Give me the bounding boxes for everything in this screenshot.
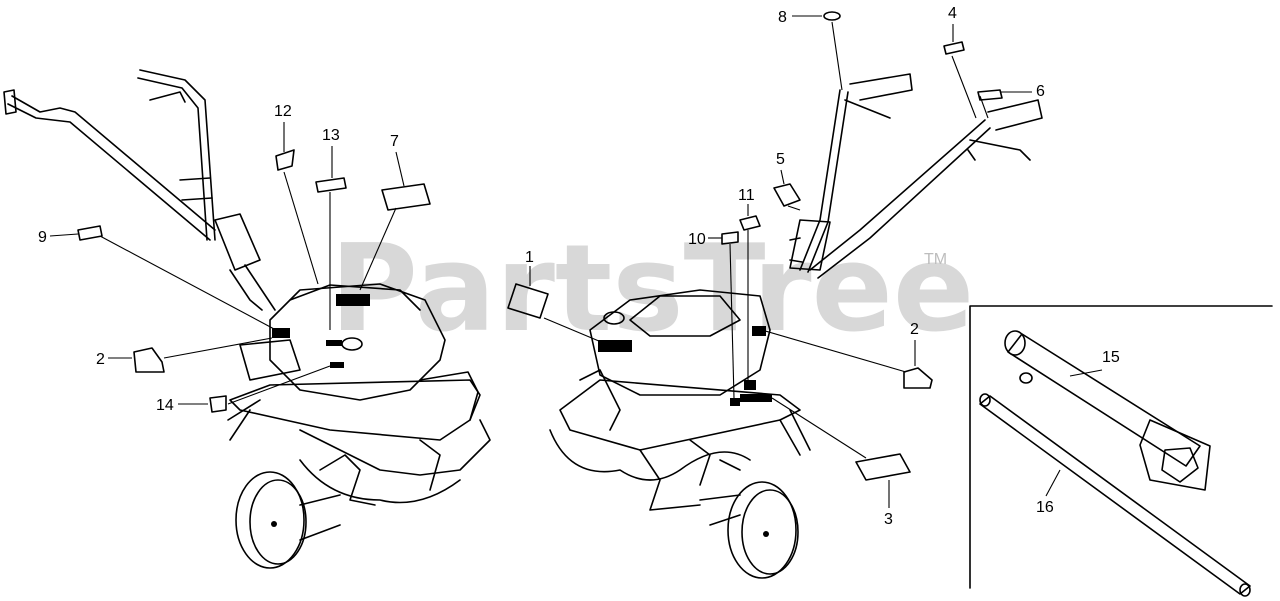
decal-6 — [977, 89, 1003, 101]
callout-14: 14 — [156, 397, 174, 414]
decal-2-right — [903, 367, 933, 389]
decal-10 — [721, 231, 739, 245]
callout-11: 11 — [738, 187, 755, 204]
watermark-tm: TM — [924, 251, 947, 268]
callout-6: 6 — [1036, 83, 1045, 100]
decal-2-left — [133, 347, 165, 373]
decal-9 — [77, 225, 103, 241]
callout-9: 9 — [38, 229, 47, 246]
left-tiller — [3, 69, 491, 569]
tool-kit-inset — [969, 305, 1273, 597]
callout-4: 4 — [948, 5, 957, 22]
callout-2-right: 2 — [910, 321, 919, 338]
decal-8 — [823, 11, 841, 21]
callout-numbers: 1 2 2 3 4 5 6 7 8 9 10 11 12 13 14 15 16 — [38, 5, 1120, 528]
callout-16: 16 — [1036, 499, 1054, 516]
decal-7 — [381, 183, 431, 211]
decal-5 — [773, 183, 801, 207]
watermark: PartsTree — [330, 220, 974, 359]
callout-8: 8 — [778, 9, 787, 26]
callout-12: 12 — [274, 103, 292, 120]
decal-11 — [739, 215, 761, 231]
decal-4 — [943, 41, 965, 55]
decal-14 — [209, 395, 227, 413]
decal-1 — [507, 283, 549, 319]
callout-10: 10 — [688, 231, 706, 248]
callout-2-left: 2 — [96, 351, 105, 368]
decal-13 — [315, 177, 347, 193]
callout-15: 15 — [1102, 349, 1120, 366]
callout-3: 3 — [884, 511, 893, 528]
decal-3 — [855, 453, 911, 481]
callout-1: 1 — [525, 249, 534, 266]
callout-5: 5 — [776, 151, 785, 168]
decal-12 — [275, 149, 295, 171]
right-tiller — [507, 11, 1043, 579]
callout-13: 13 — [322, 127, 340, 144]
callout-7: 7 — [390, 133, 399, 150]
